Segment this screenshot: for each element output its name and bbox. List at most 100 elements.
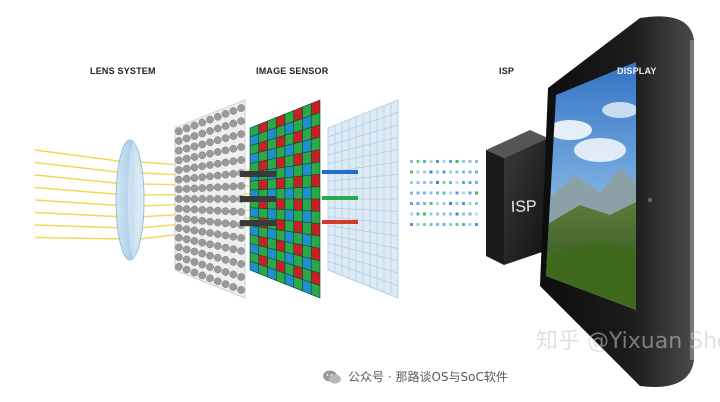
bayer-cell [284, 230, 295, 244]
microlens-dot [182, 245, 191, 254]
microlens-dot [213, 148, 222, 156]
bayer-cell [275, 156, 286, 169]
data-dot [423, 191, 426, 195]
microlens-dot [221, 158, 230, 167]
bayer-cell [249, 161, 260, 173]
bayer-cell [310, 186, 321, 200]
microlens-dot [213, 124, 222, 133]
isp-chip-icon: ISP [486, 130, 548, 265]
bayer-cell [293, 152, 303, 167]
microlens-dot [206, 195, 214, 203]
data-dot [410, 212, 413, 216]
sensor-grid-line [327, 260, 399, 286]
data-dot [410, 170, 413, 174]
microlens-dot [198, 260, 207, 269]
bayer-cell [267, 157, 277, 171]
microlens-dot [198, 173, 207, 182]
bayer-cell [284, 198, 295, 211]
data-dot [410, 160, 413, 163]
microlens-dot [229, 132, 238, 140]
microlens-dot [175, 185, 183, 194]
bayer-cell [275, 166, 286, 179]
bayer-cell [302, 198, 312, 212]
bayer-cell [293, 164, 303, 178]
microlens-dot [190, 153, 199, 161]
microlens-dot [206, 138, 214, 147]
microlens-dot [190, 174, 199, 182]
light-ray [34, 186, 127, 196]
microlens-dot [190, 247, 199, 256]
data-dot [429, 181, 433, 184]
data-dot [462, 170, 465, 174]
microlens-dot [237, 208, 245, 216]
microlens-dot [237, 117, 245, 125]
bayer-cell [302, 221, 312, 236]
bayer-cell [284, 176, 295, 189]
bayer-cell [275, 188, 286, 200]
data-dot [429, 212, 433, 216]
microlens-dot [175, 166, 183, 174]
label-isp: ISP [499, 66, 515, 76]
data-dot [449, 212, 452, 216]
microlens-dot [221, 146, 230, 155]
microlens-dot [198, 216, 207, 225]
microlens-dot [182, 164, 191, 173]
sensor-grid-line [327, 234, 399, 249]
microlens-dot [229, 232, 238, 241]
bayer-cell [284, 219, 295, 233]
bayer-cell [293, 175, 303, 189]
microlens-dot [175, 156, 183, 165]
microlens-dot [198, 162, 207, 171]
bayer-cell [284, 154, 295, 168]
microlens-dot [221, 122, 230, 130]
microlens-dot [190, 132, 199, 140]
microlens-dot [190, 258, 199, 266]
microlens-dot [198, 195, 207, 203]
microlens-dot [198, 271, 207, 280]
data-dot [416, 212, 420, 216]
data-dot [455, 191, 459, 195]
data-dot [455, 181, 459, 184]
microlens-dot [198, 184, 207, 192]
data-dot [449, 160, 452, 163]
data-dot [442, 202, 446, 205]
microlens-dot [175, 195, 183, 203]
bayer-cell [275, 208, 286, 221]
data-dot [455, 212, 459, 216]
data-dot [410, 191, 413, 195]
microlens-dot [221, 255, 230, 264]
bayer-cell [275, 198, 286, 210]
sensor-grid-line [327, 124, 399, 147]
data-dot [423, 223, 426, 226]
microlens-dot [229, 182, 238, 191]
sensor-grid-line [327, 112, 399, 138]
microlens-dot [213, 136, 222, 145]
microlens-dot [229, 157, 238, 166]
data-dot [449, 223, 452, 226]
microlens-dot [182, 154, 191, 163]
microlens-dot [221, 268, 230, 276]
microlens-dot [175, 243, 183, 252]
microlens-dot [190, 142, 199, 151]
microlens-dot [213, 183, 222, 192]
data-dot [449, 202, 452, 205]
sensor-grid-line [327, 173, 399, 182]
light-ray [34, 199, 127, 207]
data-dot [436, 202, 439, 205]
microlens-dot [229, 220, 238, 229]
microlens-dot [229, 258, 238, 266]
microlens-dot [213, 242, 222, 250]
bayer-cell [249, 207, 260, 218]
microlens-dot [237, 130, 245, 138]
bayer-cell [275, 145, 286, 159]
label-lens-system: LENS SYSTEM [90, 66, 156, 76]
microlens-dot [198, 129, 207, 138]
data-dot [475, 191, 478, 195]
microlens-dot [190, 216, 199, 224]
microlens-dot [182, 124, 191, 133]
microlens-dot [237, 182, 245, 190]
microlens-dot [221, 110, 230, 118]
data-dot [416, 223, 420, 226]
